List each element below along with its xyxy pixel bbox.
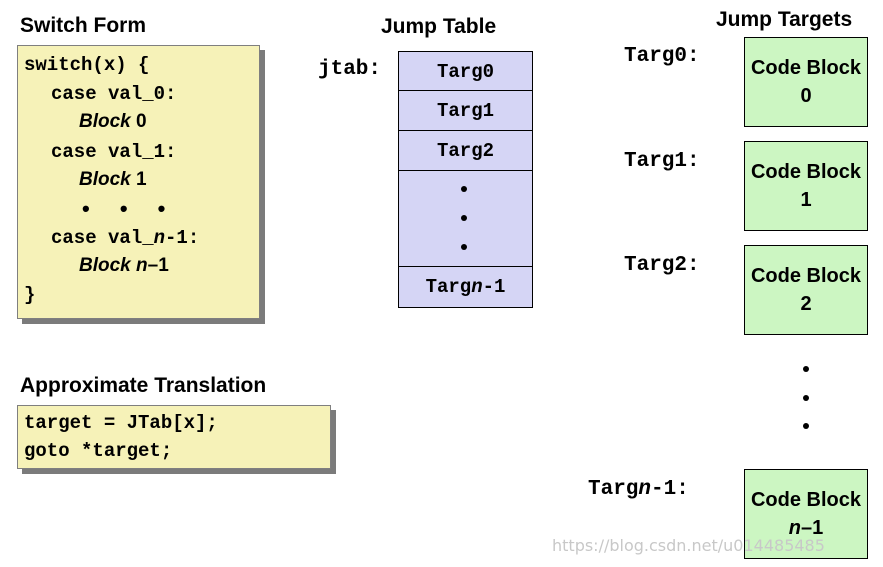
code-block-2: Code Block 2 — [744, 245, 868, 335]
code-line-close-brace: } — [24, 284, 36, 306]
jump-table-entry-2: Targ2 — [398, 130, 533, 172]
target-label-0: Targ0: — [624, 45, 700, 68]
code-block-number: 2 — [800, 293, 812, 315]
translation-code-box: target = JTab[x]; goto *target; — [17, 405, 331, 469]
switch-form-title: Switch Form — [20, 14, 147, 37]
code-block-number: 0 — [800, 85, 812, 107]
entry-label: Targn-1 — [426, 276, 506, 298]
block-number: 0 — [136, 111, 147, 132]
translation-line-2: goto *target; — [24, 440, 173, 462]
case-n: n — [153, 227, 166, 249]
ellipsis-dot — [461, 215, 467, 221]
code-block-n-1: Code Block n–1 — [744, 469, 868, 559]
jump-table-entry-0: Targ0 — [398, 51, 533, 92]
case-suffix: -1: — [165, 227, 200, 249]
entry-n: n — [471, 276, 483, 298]
block-word: Block — [79, 255, 131, 276]
label-prefix: Targ — [588, 478, 639, 501]
code-block-0: Code Block 0 — [744, 37, 868, 127]
jtab-label: jtab: — [318, 58, 382, 81]
case-prefix: case val_ — [51, 227, 154, 249]
jump-table-entry-n-1: Targn-1 — [398, 266, 533, 308]
translation-line-1: target = JTab[x]; — [24, 412, 218, 434]
block-word: Block — [79, 111, 131, 132]
targets-ellipsis-dot — [803, 366, 809, 372]
ellipsis-dot — [461, 186, 467, 192]
ellipsis-dot — [461, 244, 467, 250]
code-line-block-0: Block 0 — [79, 111, 147, 133]
code-block-word: Code Block — [750, 489, 862, 511]
entry-suffix: -1 — [482, 276, 506, 298]
translation-title: Approximate Translation — [20, 374, 267, 397]
entry-label: Targ2 — [436, 140, 494, 162]
code-block-number: 1 — [800, 189, 812, 211]
code-block-word: Code Block — [750, 265, 862, 287]
code-block-word: Code Block — [750, 57, 862, 79]
code-block-word: Code Block — [750, 161, 862, 183]
code-line-case-n-1: case val_n-1: — [51, 227, 199, 249]
jump-targets-title: Jump Targets — [716, 8, 853, 31]
watermark-text: https://blog.csdn.net/u014485485 — [552, 536, 825, 555]
block-suffix: –1 — [800, 517, 824, 539]
entry-prefix: Targ — [425, 276, 472, 298]
entry-label: Targ1 — [436, 100, 494, 122]
code-line-block-1: Block 1 — [79, 169, 147, 191]
code-line-case-0: case val_0: — [51, 83, 177, 105]
code-line-block-n-1: Block n–1 — [79, 255, 169, 277]
block-word: Block — [79, 169, 131, 190]
jump-table-entry-1: Targ1 — [398, 90, 533, 132]
block-n: n — [788, 517, 801, 539]
block-n: n — [136, 255, 148, 276]
targets-ellipsis-dot — [803, 423, 809, 429]
jump-table-title: Jump Table — [381, 15, 497, 38]
target-label-n-1: Targn-1: — [588, 478, 689, 501]
label-suffix: -1: — [651, 478, 689, 501]
code-line-case-1: case val_1: — [51, 141, 177, 163]
code-block-number: n–1 — [789, 514, 823, 542]
target-label-2: Targ2: — [624, 254, 700, 277]
targets-ellipsis-dot — [803, 395, 809, 401]
jump-table-ellipsis-cell — [398, 170, 533, 268]
code-line-switch: switch(x) { — [24, 54, 150, 76]
ellipsis-dots: • • • — [82, 196, 178, 221]
label-n: n — [638, 478, 652, 501]
entry-label: Targ0 — [436, 60, 494, 83]
block-suffix: –1 — [147, 255, 169, 276]
switch-form-code-box: switch(x) { case val_0: Block 0 case val… — [17, 45, 260, 319]
block-number: 1 — [136, 169, 147, 190]
code-block-1: Code Block 1 — [744, 141, 868, 231]
target-label-1: Targ1: — [624, 150, 700, 173]
